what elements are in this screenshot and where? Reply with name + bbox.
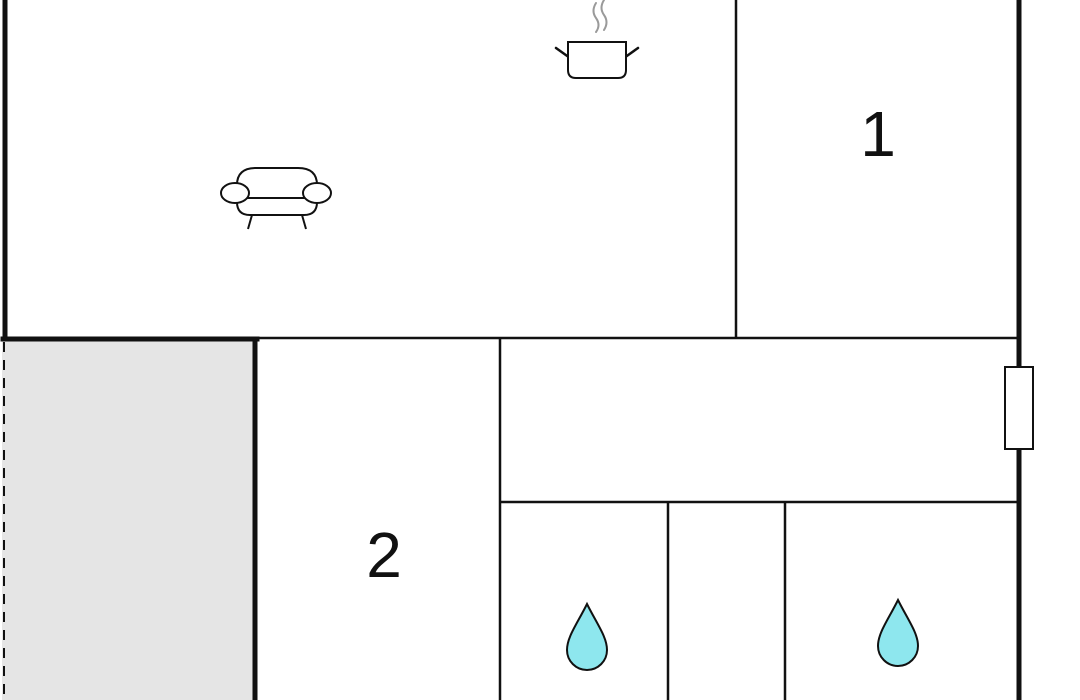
sofa-icon <box>220 167 332 230</box>
room-label-1: 1 <box>860 98 896 170</box>
interior-walls <box>255 0 1019 700</box>
outer-walls <box>0 0 1022 700</box>
window <box>1004 366 1034 450</box>
water-drop-icon <box>876 597 920 667</box>
cooking-pot-icon <box>554 0 640 79</box>
water-drop-icon <box>565 601 609 671</box>
room-label-2: 2 <box>366 519 402 591</box>
terrace-area <box>2 340 255 700</box>
steam-icon <box>592 2 600 33</box>
